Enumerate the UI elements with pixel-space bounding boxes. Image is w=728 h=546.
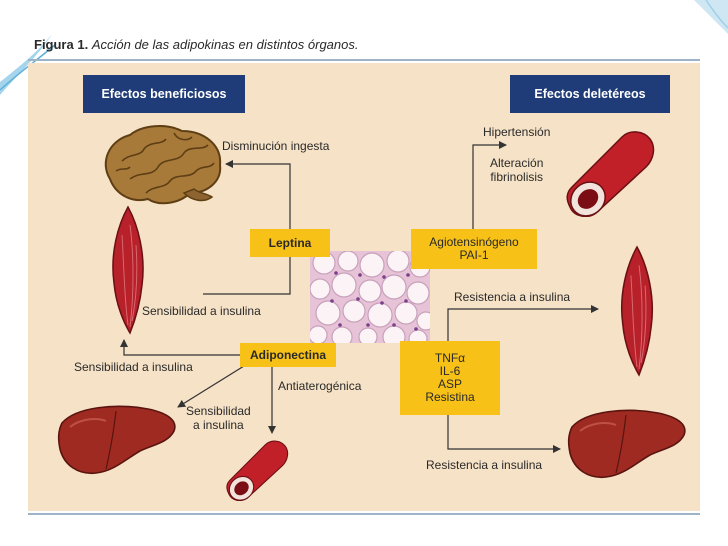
label-sensibilidad-leptina: Sensibilidad a insulina <box>142 304 261 318</box>
liver-icon <box>566 407 690 481</box>
figure-number: Figura 1. <box>34 37 89 52</box>
node-tnf-line2: IL-6 <box>439 364 461 378</box>
arrow-agio-hipertension <box>472 141 507 229</box>
muscle-icon <box>108 205 148 335</box>
label-resistencia-liver: Resistencia a insulina <box>426 458 543 472</box>
node-leptina-label: Leptina <box>268 235 312 250</box>
label-disminucion-ingesta: Disminución ingesta <box>222 139 330 153</box>
diagram-panel: Efectos beneficiosos Efectos deletéreos <box>28 63 700 511</box>
arrow-adipo-sensibilidad <box>120 339 241 356</box>
arrow-tnf-liver <box>447 415 561 453</box>
bottom-rule <box>28 513 700 515</box>
label-hipertension: Hipertensión <box>483 125 551 139</box>
arrow-adipo-liver <box>177 365 245 408</box>
label-resistencia-muscle: Resistencia a insulina <box>454 290 571 304</box>
label-sensibilidad-adipo: Sensibilidad a insulina <box>74 360 193 374</box>
arrow-leptina-ingesta <box>225 160 291 241</box>
node-agio-line1: Agiotensinógeno <box>429 235 519 249</box>
figure-title: Acción de las adipokinas en distintos ór… <box>91 37 359 52</box>
label-antiaterogenica: Antiaterogénica <box>278 379 362 393</box>
label-sensibilidad-liver-line2: a insulina <box>193 418 244 432</box>
node-adiponectina-label: Adiponectina <box>249 347 326 362</box>
node-adiponectina: Adiponectina <box>240 343 336 367</box>
node-leptina: Leptina <box>250 229 330 257</box>
label-sensibilidad-liver: Sensibilidad a insulina <box>186 404 251 432</box>
liver-icon <box>56 403 180 477</box>
node-agiotensinogeno: Agiotensinógeno PAI-1 <box>411 229 537 269</box>
arrow-tnf-muscle <box>447 305 599 341</box>
blood-vessel-icon <box>564 129 656 217</box>
connector-layer <box>120 141 599 453</box>
top-rule <box>28 59 700 61</box>
label-alteracion-line2: fibrinolisis <box>490 170 544 184</box>
figure-caption: Figura 1. Acción de las adipokinas en di… <box>34 37 358 52</box>
node-tnf-group: TNFα IL-6 ASP Resistina <box>400 341 500 415</box>
arrow-leptina-sensibilidad <box>203 255 291 295</box>
label-alteracion: Alteración fibrinolisis <box>490 156 543 184</box>
header-deleterious: Efectos deletéreos <box>510 75 670 113</box>
node-tnf-line4: Resistina <box>425 390 475 404</box>
node-tnf-line1: TNFα <box>434 351 466 365</box>
muscle-icon <box>616 245 658 377</box>
adipose-tissue-icon <box>310 251 430 343</box>
brain-icon <box>100 123 224 209</box>
node-tnf-line3: ASP <box>437 377 462 391</box>
blood-vessel-icon <box>224 439 290 501</box>
label-alteracion-line1: Alteración <box>490 156 544 170</box>
label-sensibilidad-liver-line1: Sensibilidad <box>186 404 251 418</box>
header-beneficial: Efectos beneficiosos <box>83 75 245 113</box>
node-agio-line2: PAI-1 <box>459 248 489 262</box>
